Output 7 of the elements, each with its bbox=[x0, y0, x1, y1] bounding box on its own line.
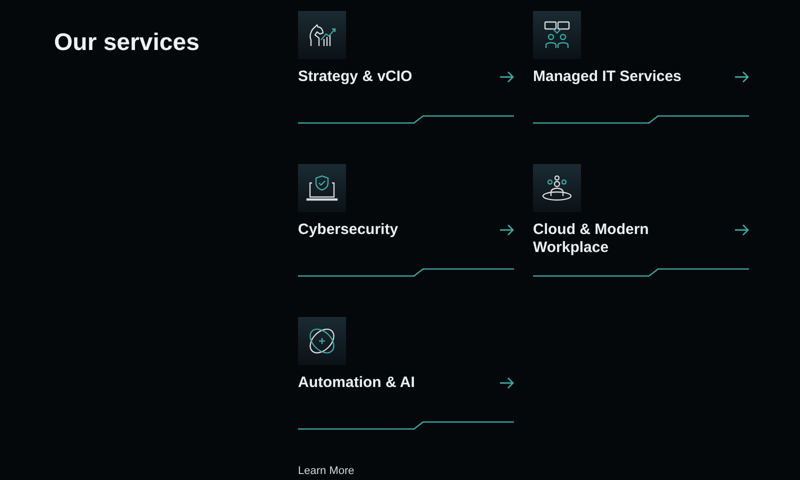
service-title: Strategy & vCIO bbox=[298, 68, 412, 86]
service-title: Cloud & Modern Workplace bbox=[533, 221, 650, 257]
service-title: Cybersecurity bbox=[298, 221, 398, 239]
learn-more-link: Learn More bbox=[298, 464, 354, 479]
service-title: Managed IT Services bbox=[533, 68, 682, 86]
service-title: Automation & AI bbox=[298, 374, 415, 392]
section-heading: Our services bbox=[54, 28, 200, 58]
